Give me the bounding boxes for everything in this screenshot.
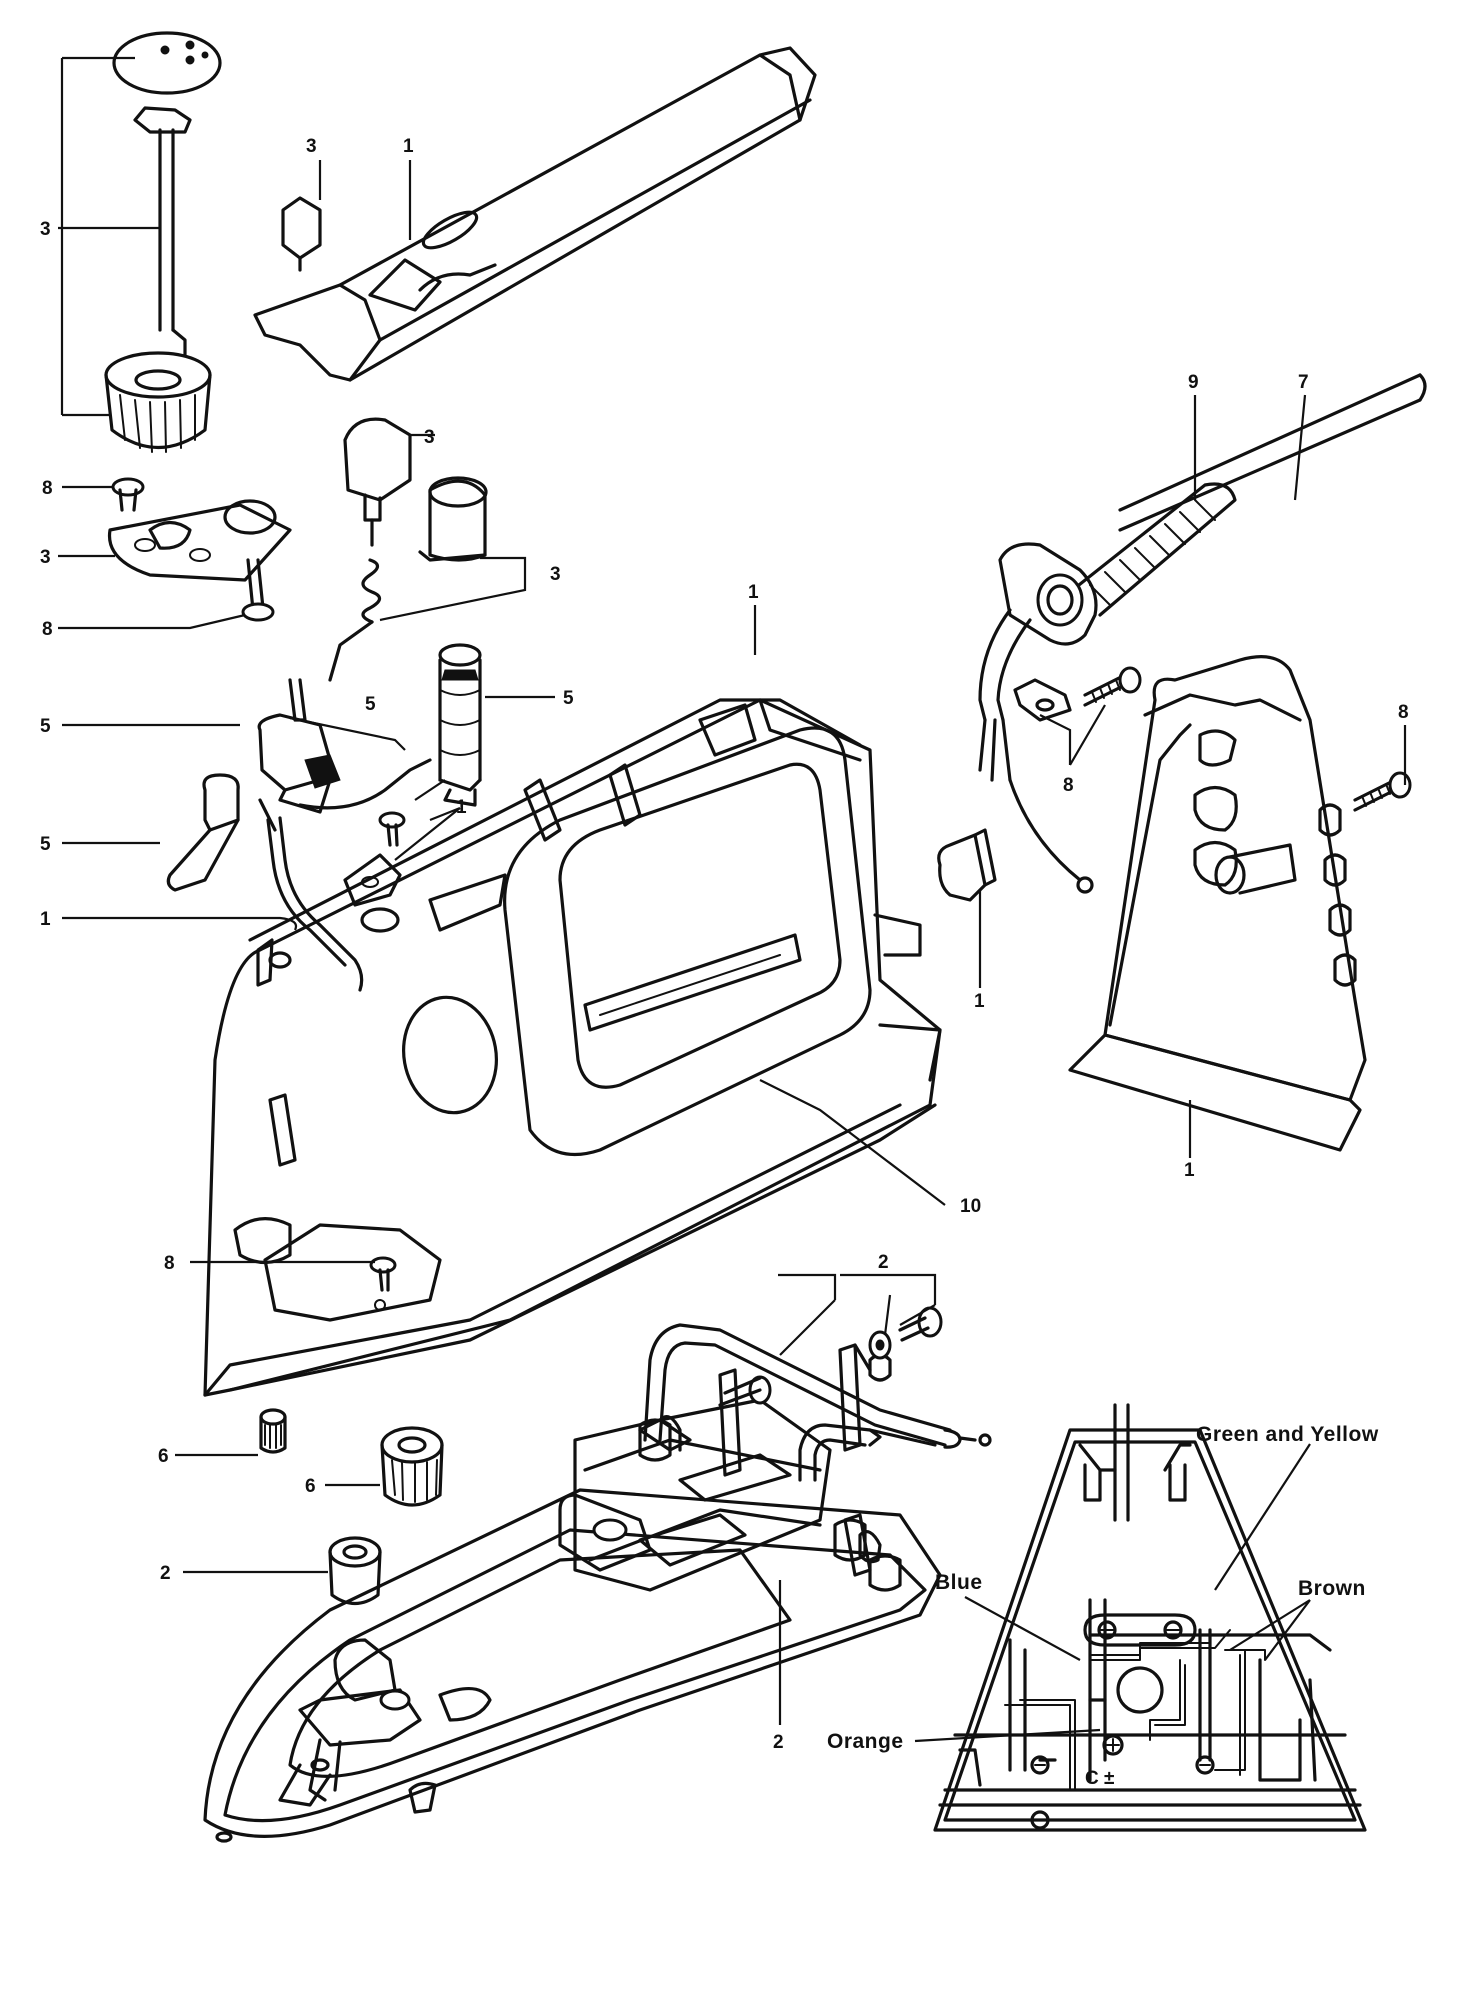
wiring-labels: Green and Yellow Blue Brown Orange — [827, 1423, 1379, 1753]
callout-8-mid: 8 — [42, 619, 53, 640]
callout-5-pump: 5 — [563, 688, 574, 709]
cord-wires — [978, 608, 1094, 894]
callout-6-large: 6 — [305, 1476, 316, 1497]
callout-3-button: 3 — [306, 136, 317, 157]
callout-2-left: 2 — [160, 1563, 171, 1584]
callout-2-top: 2 — [878, 1252, 889, 1273]
callout-8-rear: 8 — [1398, 702, 1409, 723]
wiring-inset — [933, 1403, 1367, 1832]
callout-3-plate: 3 — [40, 547, 51, 568]
callout-1-cable: 1 — [40, 909, 51, 930]
callout-3-cap: 3 — [424, 427, 435, 448]
cable-1 — [266, 816, 364, 992]
bush-6-small — [259, 1408, 287, 1454]
base-cover-plate — [263, 1223, 442, 1322]
callout-1-plug: 1 — [974, 991, 985, 1012]
callout-5-tube: 5 — [40, 834, 51, 855]
steam-pipes — [643, 1323, 992, 1482]
screw-8-rear — [1353, 771, 1412, 812]
iron-body-shell — [203, 698, 942, 1397]
bush-6-large — [380, 1426, 444, 1507]
callout-3-spring: 3 — [550, 564, 561, 585]
wiring-clamp — [1083, 1613, 1197, 1647]
screw-8-mid — [241, 558, 275, 622]
callout-5-top: 5 — [40, 716, 51, 737]
mounting-plate — [107, 499, 292, 582]
callout-8-base: 8 — [164, 1253, 175, 1274]
callout-8-cord: 8 — [1063, 775, 1074, 796]
valve-assembly — [257, 678, 341, 814]
leader-lines — [58, 56, 1407, 1743]
thermostat — [278, 1638, 492, 1814]
button-small — [281, 196, 322, 272]
steam-button-cap — [418, 476, 488, 562]
callout-2-bottom: 2 — [773, 1732, 784, 1753]
wire-label-blue: Blue — [935, 1571, 983, 1594]
callout-labels: 1 3 3 3 8 3 3 8 5 5 5 1 5 1 1 9 7 8 8 1 … — [40, 136, 1409, 1753]
spring — [328, 558, 382, 682]
callout-9: 9 — [1188, 372, 1199, 393]
wire-label-orange: Orange — [827, 1730, 904, 1753]
wiring-conductors — [1004, 1629, 1266, 1791]
spring-bushes — [638, 1418, 902, 1592]
cord-clamp — [1013, 678, 1072, 722]
callout-1-rear: 1 — [1184, 1160, 1195, 1181]
callout-5-wire: 5 — [365, 694, 376, 715]
callout-10: 10 — [960, 1196, 981, 1217]
tube-connector — [166, 773, 240, 892]
callout-1-handle: 1 — [403, 136, 414, 157]
screw-1 — [343, 811, 406, 933]
rear-cover — [1068, 655, 1367, 1152]
screw-8-cord — [1083, 666, 1142, 707]
screw-8-top — [111, 477, 145, 512]
pump-piston — [438, 643, 482, 807]
sleeve-2 — [328, 1536, 382, 1606]
soleplate-frame — [558, 1398, 832, 1592]
spray-button-cap — [343, 417, 412, 547]
cord-strain-relief — [998, 482, 1237, 646]
wire-5 — [258, 758, 432, 832]
callout-8-top: 8 — [42, 478, 53, 499]
wire-label-green-yellow: Green and Yellow — [1196, 1423, 1379, 1446]
callout-6-small: 6 — [158, 1446, 169, 1467]
callout-1-screw: 1 — [456, 797, 467, 818]
callout-7: 7 — [1298, 372, 1309, 393]
svg-text:C ±: C ± — [1085, 1768, 1114, 1789]
wire-label-brown: Brown — [1298, 1577, 1366, 1600]
soleplate — [203, 1488, 942, 1843]
soleplate-screws-2 — [718, 1306, 943, 1407]
power-cord — [1118, 373, 1427, 532]
control-knob-assembly — [104, 31, 222, 453]
wiring-terminals: C ± — [1030, 1666, 1215, 1830]
handle-top-cover — [253, 46, 817, 382]
terminal-connector — [937, 828, 997, 902]
callout-1-body: 1 — [748, 582, 759, 603]
callout-3-knob: 3 — [40, 219, 51, 240]
